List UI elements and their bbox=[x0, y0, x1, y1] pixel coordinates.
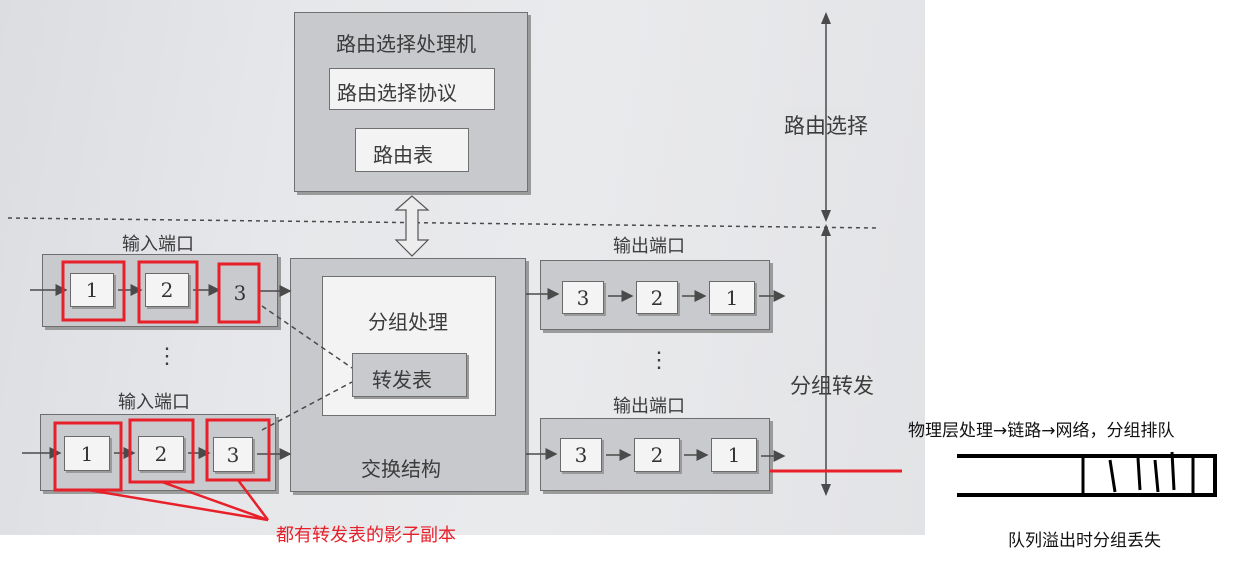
shadow-copy-pointer-lines bbox=[87, 479, 269, 522]
input-ellipsis: ⋮ bbox=[156, 344, 178, 369]
routing-table-label: 路由表 bbox=[373, 143, 433, 167]
input-bottom-cell-1: 1 bbox=[64, 436, 110, 471]
processing-chain-annotation: 物理层处理→链路→网络，分组排队 bbox=[908, 421, 1175, 441]
routing-protocol-box bbox=[329, 68, 495, 110]
shadow-copy-annotation: 都有转发表的影子副本 bbox=[276, 525, 456, 546]
forwarding-table-label: 转发表 bbox=[372, 368, 432, 392]
queue-overflow-annotation: 队列溢出时分组丢失 bbox=[1008, 531, 1161, 551]
red-highlight-boxes bbox=[53, 260, 271, 492]
output-bottom-cell-1: 1 bbox=[711, 438, 757, 472]
routing-table-box bbox=[355, 128, 469, 172]
output-bottom-arrows bbox=[526, 448, 786, 462]
input-port-top-label: 输入端口 bbox=[122, 234, 194, 255]
input-top-cell-1: 1 bbox=[70, 273, 114, 307]
output-bottom-cell-2: 2 bbox=[634, 438, 680, 472]
processor-fabric-double-arrow bbox=[394, 195, 430, 257]
routing-processor-label: 路由选择处理机 bbox=[336, 32, 476, 56]
input-top-cell-3: 3 bbox=[233, 281, 247, 305]
output-port-top-label: 输出端口 bbox=[613, 236, 685, 257]
output-top-cell-2: 2 bbox=[636, 281, 678, 314]
queue-slots bbox=[1081, 451, 1195, 494]
routing-protocol-label: 路由选择协议 bbox=[337, 81, 457, 105]
switch-fabric-label: 交换结构 bbox=[361, 457, 441, 481]
input-port-bottom-label: 输入端口 bbox=[118, 392, 190, 413]
shadow-copy-dash-top bbox=[261, 305, 353, 369]
input-bottom-cell-2: 2 bbox=[138, 436, 184, 471]
queue-drawing bbox=[957, 454, 1217, 497]
packet-processing-label: 分组处理 bbox=[368, 310, 448, 334]
output-top-arrows bbox=[526, 288, 786, 302]
output-bottom-cell-3: 3 bbox=[560, 438, 602, 472]
input-top-arrows bbox=[30, 284, 292, 297]
shadow-copy-dash-bottom bbox=[261, 381, 353, 431]
output-port-bottom-label: 输出端口 bbox=[613, 396, 685, 417]
forwarding-layer-label: 分组转发 bbox=[790, 368, 874, 402]
output-top-cell-1: 1 bbox=[709, 281, 755, 314]
layer-divider-line bbox=[7, 217, 881, 229]
input-top-cell-2: 2 bbox=[145, 273, 189, 307]
forwarding-table-box bbox=[352, 353, 467, 397]
input-bottom-cell-3: 3 bbox=[213, 437, 253, 472]
output-ellipsis: ⋮ bbox=[648, 348, 670, 373]
input-bottom-arrows bbox=[22, 447, 292, 460]
output-top-cell-3: 3 bbox=[562, 281, 604, 314]
